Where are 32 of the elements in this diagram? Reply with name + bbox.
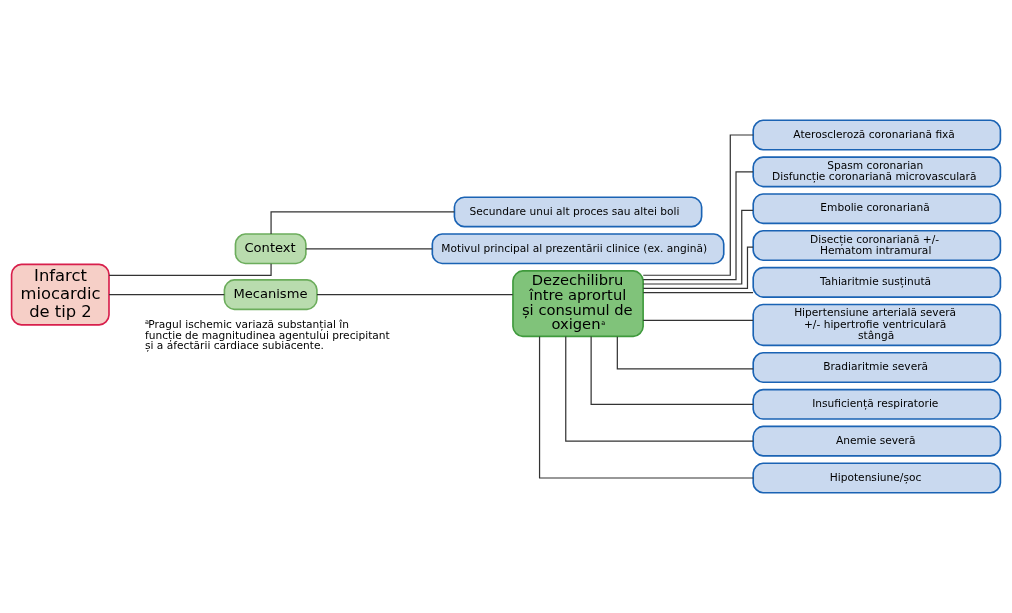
node-box: Disecție coronariană +/- Hematom intramural (752, 229, 1002, 262)
node-box: Tahiaritmie susținută (752, 266, 1002, 298)
connector (538, 335, 754, 479)
node-box: Anemie severă (752, 425, 1002, 457)
connector (642, 171, 754, 281)
node-box: Spasm coronarian Disfuncție coronariană microvasculară (752, 156, 1002, 188)
connector (642, 209, 754, 285)
node-box: Motivul principal al prezentării clinice (ex. angină) (431, 233, 725, 265)
node-box: Dezechilibru între aprortul și consumul de oxigen$^{a}$ (512, 270, 644, 338)
node-box: Infarct miocardic de tip 2 (10, 263, 110, 326)
node-box: Insuficiență respiratorie (752, 388, 1002, 420)
connector (270, 211, 455, 235)
node-box: Ateroscleroză coronariană fixă (752, 119, 1002, 151)
connector (108, 263, 272, 276)
connector (108, 294, 225, 296)
node-box: Hipotensiune/șoc (752, 462, 1002, 494)
node-box: Context (234, 233, 307, 265)
node-box: Embolie coronariană (752, 193, 1002, 225)
node-box: Bradiaritmie severă (752, 351, 1002, 384)
connector (305, 248, 433, 250)
connector (642, 246, 754, 289)
connector (642, 319, 754, 322)
connector (642, 134, 754, 276)
connector (616, 336, 754, 370)
node-box: Secundare unui alt proces sau altei boli (453, 196, 703, 228)
connector (565, 335, 754, 442)
node-box: Mecanisme (223, 279, 318, 311)
connector (316, 294, 514, 296)
node-box: Hipertensiune arterială severă +/- hipertrofie ventriculară stângă (752, 303, 1002, 347)
connector (642, 292, 754, 294)
connector (590, 336, 754, 405)
label: $^{a}$Pragul ischemic variază substanțial în funcție de magnitudinea agentului precipitant și a afectării cardiace subiacente. (145, 318, 390, 353)
